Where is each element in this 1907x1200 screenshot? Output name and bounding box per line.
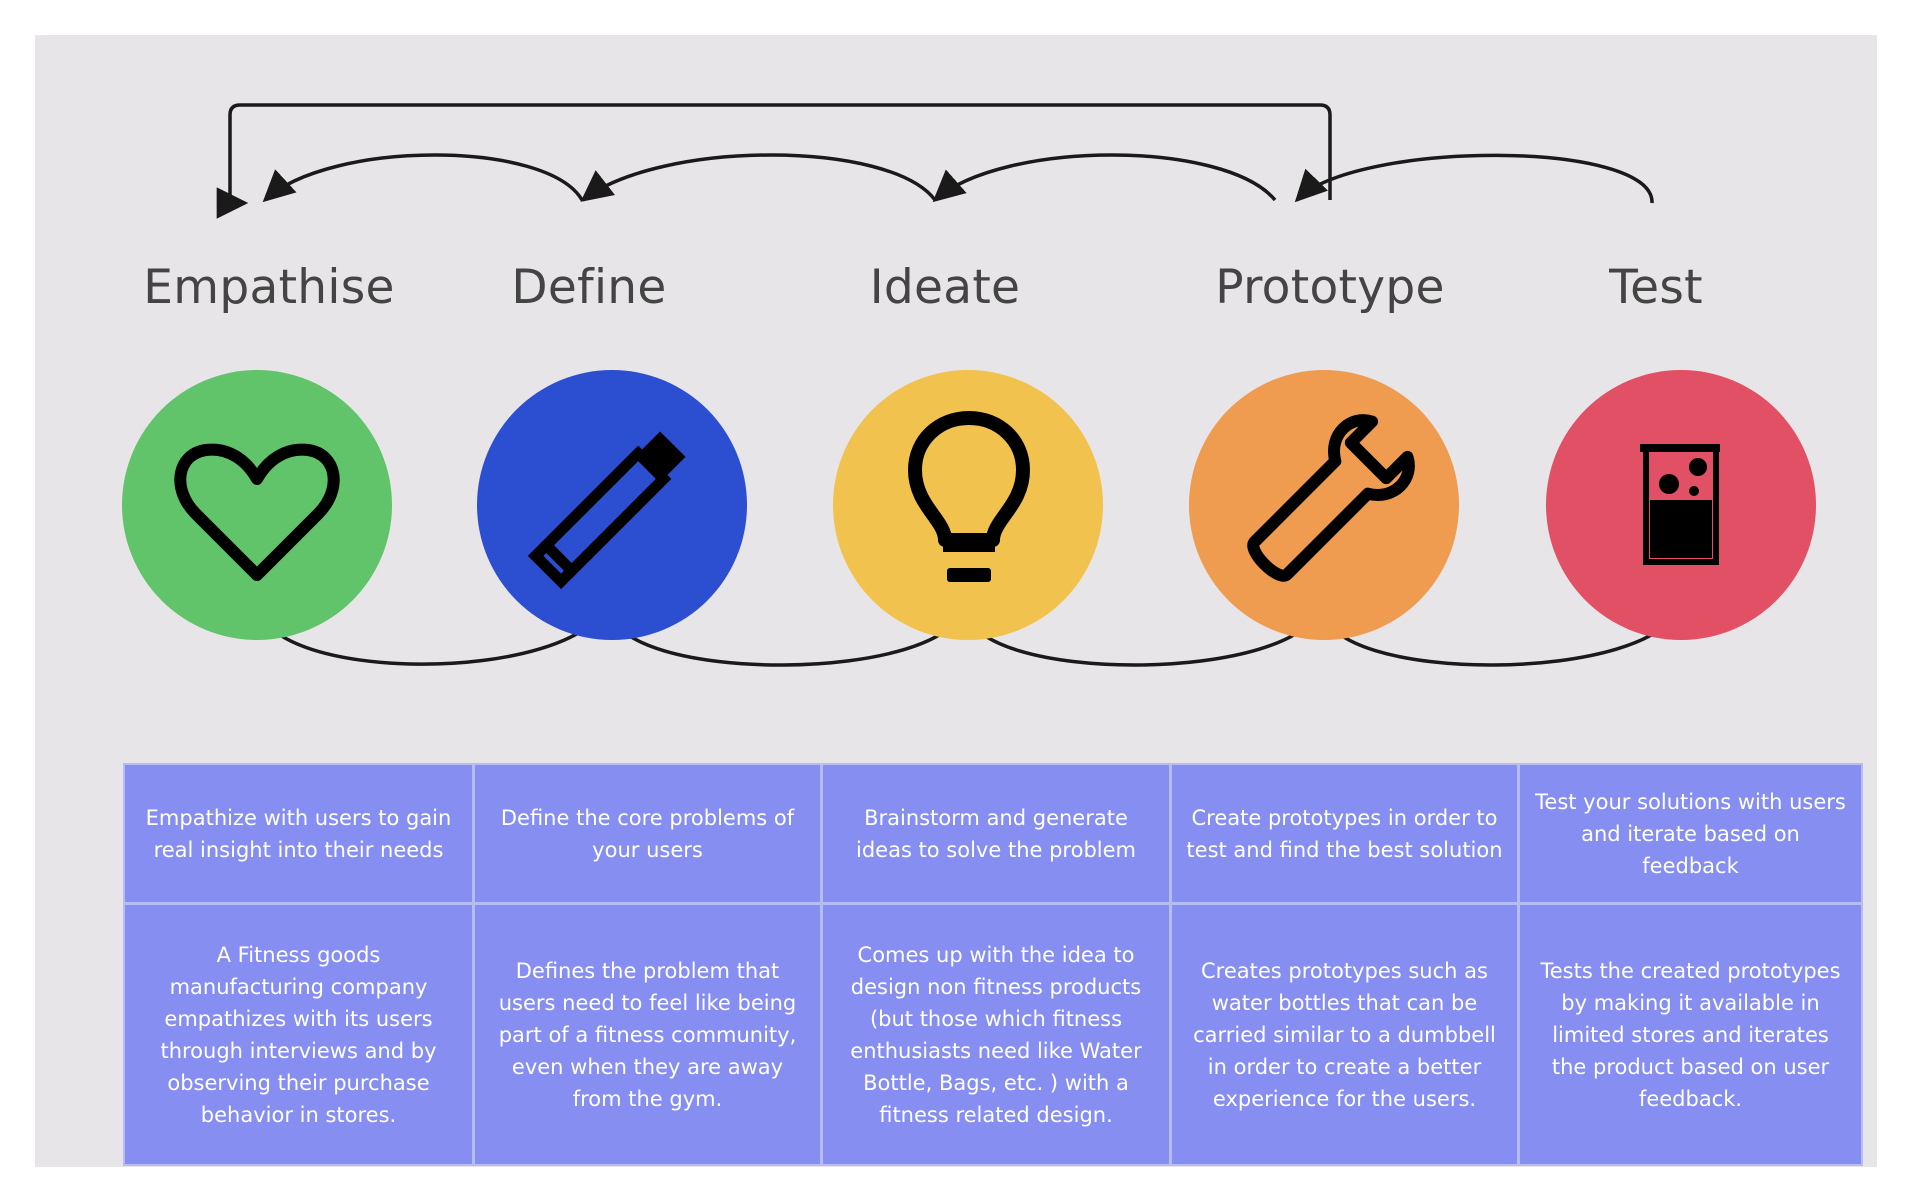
design-thinking-diagram: Empathise Define Ideate Prototype Test: [35, 35, 1877, 1167]
example-cell-ideate: Comes up with the idea to design non fit…: [823, 905, 1172, 1164]
arc-test-to-prototype: [1294, 153, 1654, 204]
heart-icon: [174, 443, 340, 581]
stage-title-ideate: Ideate: [869, 260, 1021, 315]
stage-title-test: Test: [1609, 260, 1703, 315]
stage-title-empathise: Empathise: [143, 260, 395, 315]
loop-prototype-to-empathise: [216, 103, 1332, 219]
stage-description-table: Empathize with users to gain real insigh…: [123, 763, 1863, 1166]
beaker-icon: [1640, 444, 1720, 565]
arc-prototype-to-ideate: [932, 153, 1277, 203]
stage-circle-define: [477, 370, 747, 640]
pencil-icon: [527, 431, 686, 590]
stage-circle-test: [1546, 370, 1816, 640]
example-cell-empathise: A Fitness goods manufacturing company em…: [125, 905, 475, 1164]
example-cell-test: Tests the created prototypes by making i…: [1540, 958, 1841, 1111]
summary-cell-test: Test your solutions with users and itera…: [1520, 765, 1861, 905]
lightbulb-icon: [908, 411, 1030, 582]
stage-title-define: Define: [511, 260, 667, 315]
summary-cell-prototype: Create prototypes in order to test and f…: [1172, 765, 1520, 905]
arc-ideate-to-define: [580, 153, 937, 202]
summary-cell-empathise: Empathize with users to gain real insigh…: [125, 765, 475, 905]
example-cell-prototype: Creates prototypes such as water bottles…: [1172, 905, 1520, 1164]
example-cell-define: Defines the problem that users need to f…: [475, 905, 823, 1164]
summary-cell-ideate: Brainstorm and generate ideas to solve t…: [823, 765, 1172, 905]
arc-define-to-empathise: [262, 153, 584, 203]
stage-circle-prototype: [1189, 370, 1459, 640]
stage-circle-empathise: [122, 370, 392, 640]
stage-title-prototype: Prototype: [1215, 260, 1445, 315]
wrench-icon: [1247, 414, 1415, 582]
summary-cell-define: Define the core problems of your users: [475, 765, 823, 905]
stage-circle-ideate: [833, 370, 1103, 640]
